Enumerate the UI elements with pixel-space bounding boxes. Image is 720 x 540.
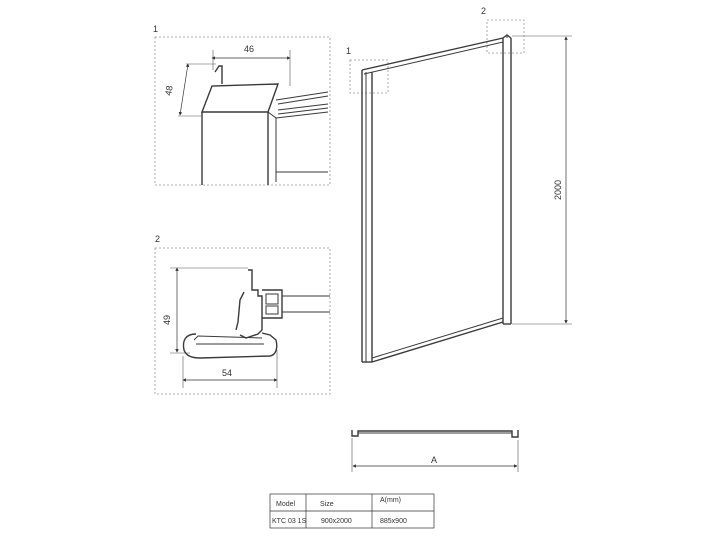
detail-2-frame — [154, 247, 331, 395]
width-label: A — [431, 455, 437, 465]
detail-2-height-value: 49 — [162, 315, 172, 325]
spec-table: Model Size A(mm) KTC 03 1S 900x2000 885x… — [269, 493, 435, 529]
glass-panel — [361, 37, 504, 363]
detail-2-width-dimension: 54 — [182, 350, 278, 388]
table-cell-a: 885x900 — [380, 518, 407, 525]
detail-2-label: 2 — [155, 234, 160, 244]
callout-2-box — [486, 19, 525, 54]
detail-2-profile — [182, 269, 330, 359]
table-cell-size: 900x2000 — [321, 518, 352, 525]
detail-1-width-dimension: 46 — [211, 44, 291, 86]
detail-1-label: 1 — [153, 24, 158, 34]
plan-view: A — [351, 430, 519, 472]
detail-1-frame — [154, 36, 331, 186]
detail-1: 1 46 48 — [153, 24, 331, 186]
detail-2-height-dimension: 49 — [162, 267, 248, 354]
table-header-model: Model — [276, 501, 296, 508]
wall-profile — [502, 34, 512, 325]
callout-1-box — [349, 59, 389, 94]
callout-1-label: 1 — [346, 46, 351, 56]
detail-1-height-value: 48 — [163, 85, 175, 97]
table-cell-model: KTC 03 1S — [272, 518, 307, 525]
detail-2: 2 49 54 — [154, 234, 331, 395]
detail-2-width-value: 54 — [222, 368, 232, 378]
height-value: 2000 — [553, 180, 563, 200]
table-header-a: A(mm) — [380, 497, 401, 504]
detail-1-width-value: 46 — [244, 44, 254, 54]
detail-1-profile — [200, 65, 329, 185]
main-panel-view: 1 2 2000 — [346, 6, 572, 472]
detail-1-height-dimension: 48 — [163, 63, 216, 117]
table-header-size: Size — [320, 501, 334, 508]
callout-2-label: 2 — [481, 6, 486, 16]
height-dimension: 2000 — [512, 35, 572, 325]
